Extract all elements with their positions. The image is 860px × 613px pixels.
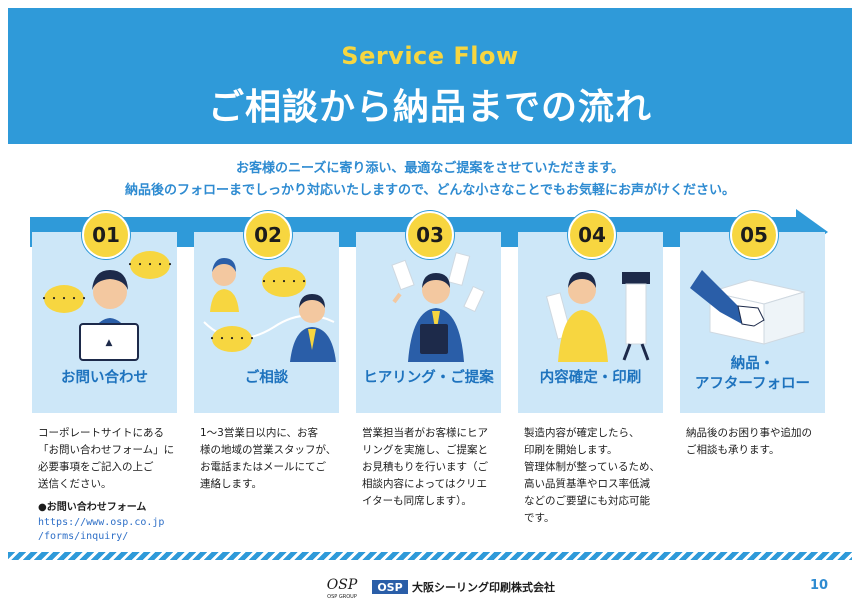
customer-laptop-illustration: ・・・・・ ・・・・・ ▲ [39,251,175,361]
desc-line: 高い品質基準やロス率低減 [524,478,650,490]
step-title-02: ご相談 [244,370,289,386]
desc-line: お見積もりを行います（ご [362,461,488,473]
desc-line: 納品後のお困り事や追加の [686,427,812,439]
step-card-03: ヒアリング・ご提案 [356,232,501,413]
step-number-03: 03 [406,211,454,259]
desc-line: 必要事項をご記入の上ご [38,461,154,473]
desc-line: 製造内容が確定したら、 [524,427,640,439]
svg-text:・・・・・: ・・・・・ [207,334,257,345]
desc-line: 送信ください。 [38,478,112,490]
intro-line-2: 納品後のフォローまでしっかり対応いたしますので、どんな小さなことでもお気軽にお声… [124,183,736,198]
company-logo: OSP 大阪シーリング印刷株式会社 [372,578,562,596]
hearing-proposal-illustration [391,252,485,362]
step-desc-03: 営業担当者がお客様にヒア リングを実施し、ご提案と お見積もりを行います（ご 相… [362,425,507,510]
desc-line: お電話またはメールにてご [200,461,326,473]
step-title-01: お問い合わせ [61,370,148,386]
step-number-05: 05 [730,211,778,259]
svg-text:・・・・・: ・・・・・ [125,260,175,271]
header-banner: Service Flow ご相談から納品までの流れ [8,8,852,144]
osp-group-logo-text: OSP GROUP [327,594,357,600]
step-card-05: 納品・ アフターフォロー [680,232,825,413]
footer-stripe-divider [8,552,852,560]
inquiry-form-label: ●お問い合わせフォーム [38,502,147,513]
delivery-box-illustration [690,270,806,345]
desc-line: 相談内容によってはクリエ [362,478,487,490]
step-card-01: ・・・・・ ・・・・・ ▲ お問い合わせ [32,232,177,413]
desc-line: です。 [524,512,555,524]
desc-line: 「お問い合わせフォーム」に [38,444,175,456]
header-title-en: Service Flow [341,42,519,70]
header-title-ja: ご相談から納品までの流れ [207,87,652,128]
desc-line: などのご要望にも対応可能 [524,495,650,507]
step-title-03: ヒアリング・ご提案 [363,370,494,386]
step-desc-02: 1〜3営業日以内に、お客 様の地域の営業スタッフが、 お電話またはメールにてご … [200,425,345,493]
phone-consultation-illustration: ・・・・・ ・・・・・ [203,258,336,362]
svg-text:・・・・・: ・・・・・ [259,277,309,288]
svg-text:・・・・・: ・・・・・ [39,294,89,305]
intro-line-1: お客様のニーズに寄り添い、最適なご提案をさせていただきます。 [235,161,625,176]
desc-line: リングを実施し、ご提案と [362,444,488,456]
inquiry-form-link-path[interactable]: /forms/inquiry/ [38,531,129,542]
step-title-05-line1: 納品・ [730,356,775,372]
svg-text:OSP: OSP [327,577,358,593]
step-title-05-line2: アフターフォロー [694,376,811,392]
desc-line: 営業担当者がお客様にヒア [362,427,488,439]
desc-line: 様の地域の営業スタッフが、 [200,444,337,456]
inquiry-form-link[interactable]: https://www.osp.co.jp [38,517,165,528]
svg-text:▲: ▲ [106,338,113,348]
desc-line: ご相談も承ります。 [686,444,780,456]
desc-line: 管理体制が整っているため、 [524,461,660,473]
step-number-02: 02 [244,211,292,259]
step-card-02: ・・・・・ ・・・・・ ご相談 [194,232,339,413]
desc-line: 1〜3営業日以内に、お客 [200,427,319,439]
step-card-04: 内容確定・印刷 [518,232,663,413]
osp-group-logo: OSP OSP GROUP [320,576,364,600]
desc-line: 印刷を開始します。 [524,444,618,456]
step-number-01: 01 [82,211,130,259]
printing-illustration [545,272,650,362]
company-name: 大阪シーリング印刷株式会社 [412,580,555,594]
desc-line: 連絡します。 [200,478,262,490]
step-desc-04: 製造内容が確定したら、 印刷を開始します。 管理体制が整っているため、 高い品質… [524,425,669,527]
step-title-04: 内容確定・印刷 [539,370,642,386]
desc-line: イターも同席します）。 [362,495,472,507]
step-desc-05: 納品後のお困り事や追加の ご相談も承ります。 [686,425,831,459]
page-number: 10 [810,578,829,593]
step-number-04: 04 [568,211,616,259]
svg-text:OSP: OSP [377,581,402,594]
step-desc-01: コーポレートサイトにある 「お問い合わせフォーム」に 必要事項をご記入の上ご 送… [38,425,183,544]
desc-line: コーポレートサイトにある [38,427,164,439]
